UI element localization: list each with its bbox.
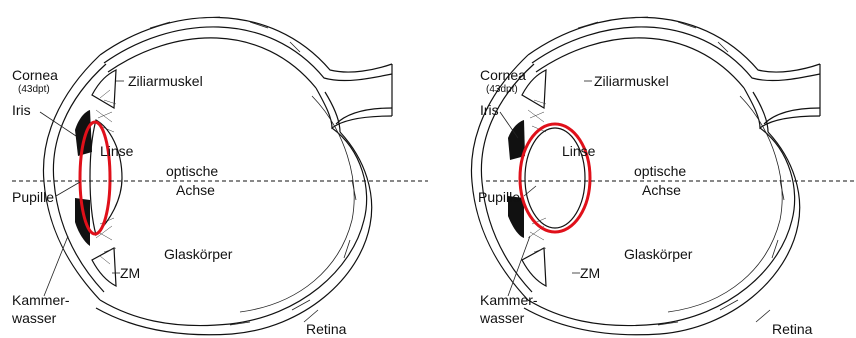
label-pupil: Pupille <box>12 189 54 205</box>
label-aqueous-line2: wasser <box>11 310 57 326</box>
label-zonule: ZM <box>120 265 140 281</box>
label-cornea: Cornea <box>480 67 526 83</box>
lens-highlight <box>520 124 590 232</box>
eye-diagram-flat-lens: Cornea (43dpt) Iris Ziliarmuskel Linse o… <box>0 0 428 338</box>
eye-cross-section-left: Cornea (43dpt) Iris Ziliarmuskel Linse o… <box>0 0 428 338</box>
label-cornea-power: (43dpt) <box>18 84 50 95</box>
sclera <box>96 17 392 335</box>
label-cornea: Cornea <box>12 67 58 83</box>
label-retina: Retina <box>772 321 813 337</box>
label-lens: Linse <box>562 143 596 159</box>
label-ciliary-muscle: Ziliarmuskel <box>128 73 203 89</box>
label-optic-axis-line2: Achse <box>176 182 215 198</box>
label-optic-axis-line1: optische <box>166 163 218 179</box>
label-lens: Linse <box>100 143 134 159</box>
label-pupil: Pupille <box>478 189 520 205</box>
eye-cross-section-right: Cornea (43dpt) Iris Ziliarmuskel Linse o… <box>428 0 856 338</box>
iris <box>508 120 525 238</box>
label-cornea-power: (43dpt) <box>486 84 518 95</box>
retina-layer <box>668 96 782 312</box>
cornea <box>43 55 106 300</box>
label-zonule: ZM <box>580 265 600 281</box>
label-vitreous: Glaskörper <box>164 246 233 262</box>
lens-highlight <box>80 122 110 234</box>
label-aqueous-line2: wasser <box>479 310 525 326</box>
eye-diagram-round-lens: Cornea (43dpt) Iris Ziliarmuskel Linse o… <box>428 0 856 338</box>
leader-lines <box>500 81 770 322</box>
label-iris: Iris <box>12 102 31 118</box>
label-optic-axis-line2: Achse <box>642 182 681 198</box>
retina-layer <box>240 96 354 312</box>
label-aqueous-line1: Kammer- <box>480 292 538 308</box>
ciliary-body <box>92 70 116 286</box>
label-optic-axis-line1: optische <box>634 163 686 179</box>
label-iris: Iris <box>480 102 499 118</box>
label-retina: Retina <box>306 321 347 337</box>
label-aqueous-line1: Kammer- <box>12 292 70 308</box>
label-ciliary-muscle: Ziliarmuskel <box>594 73 669 89</box>
label-vitreous: Glaskörper <box>624 246 693 262</box>
